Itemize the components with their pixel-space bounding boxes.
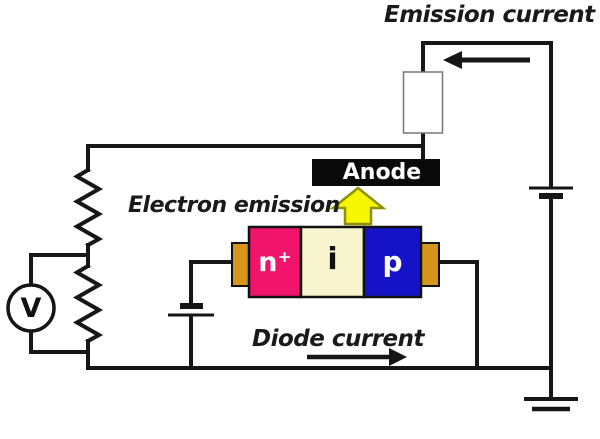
p-region-label: p bbox=[382, 245, 403, 278]
right-contact bbox=[420, 242, 440, 287]
emission-direction-arrow bbox=[443, 51, 530, 69]
wire-diode-right bbox=[437, 260, 479, 370]
wire-voltmeter-bottom bbox=[29, 329, 90, 354]
anode-box bbox=[312, 159, 440, 186]
i-region-label: i bbox=[327, 242, 338, 277]
anode-label: Anode bbox=[342, 159, 422, 185]
diode-arrowhead bbox=[389, 348, 407, 366]
wire-diode-left bbox=[189, 260, 234, 306]
voltmeter-circle bbox=[6, 283, 56, 333]
electron-emission-arrow bbox=[329, 186, 387, 226]
electron-emission-label: Electron emission bbox=[128, 193, 340, 218]
resistor-1 bbox=[72, 167, 104, 248]
wires bbox=[29, 41, 553, 401]
right-battery-symbol bbox=[529, 186, 573, 199]
diode-structure bbox=[231, 225, 440, 299]
emission-arrowhead bbox=[443, 51, 462, 69]
emitter-box bbox=[402, 71, 444, 134]
resistor-2 bbox=[72, 263, 104, 344]
p-region bbox=[362, 225, 423, 299]
emission-current-label: Emission current bbox=[384, 2, 595, 28]
left-contact bbox=[231, 242, 250, 287]
wire-top-loop bbox=[421, 41, 553, 189]
ground-symbol bbox=[524, 397, 578, 412]
voltmeter-label: V bbox=[20, 292, 42, 324]
wire-voltmeter-top bbox=[29, 253, 90, 287]
diode-direction-arrow bbox=[307, 348, 407, 366]
n-region-label: n⁺ bbox=[258, 246, 292, 278]
left-battery-symbol bbox=[168, 303, 214, 317]
diode-current-label: Diode current bbox=[252, 326, 425, 352]
